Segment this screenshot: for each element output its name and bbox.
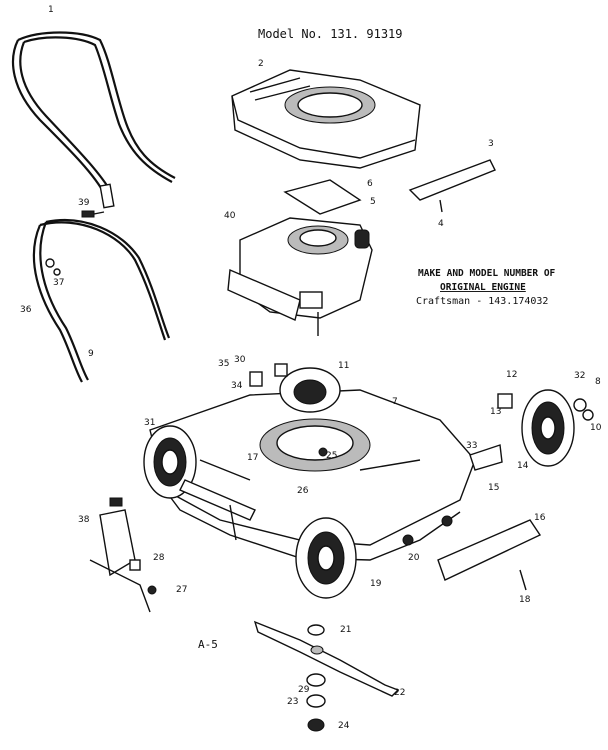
callout-22: 22 [394,688,405,698]
callout-30: 30 [234,355,246,365]
callout-12: 12 [506,370,517,380]
callout-9: 9 [88,349,94,359]
callout-31: 31 [144,418,155,428]
callout-2: 2 [258,59,264,69]
mower-blade [253,620,400,697]
fasteners [147,363,453,595]
callout-3: 3 [488,139,494,149]
callout-23: 23 [287,697,298,707]
axle-rod [179,479,256,541]
callout-18: 18 [519,595,531,605]
callout-6: 6 [367,179,373,189]
callout-40: 40 [224,211,236,221]
callout-37: 37 [53,278,64,288]
callout-24: 24 [338,721,350,731]
engine-plate [283,179,362,215]
callout-19: 19 [370,579,382,589]
model-number-title: Model No. 131. 91319 [258,27,403,41]
engine-note: MAKE AND MODEL NUMBER OF ORIGINAL ENGINE… [416,268,556,307]
engine-note-line2: ORIGINAL ENGINE [440,282,526,293]
callout-25: 25 [326,451,337,461]
control-bracket [408,159,496,213]
callout-32: 32 [574,371,585,381]
callout-10: 10 [590,423,602,433]
callout-21: 21 [340,625,351,635]
wheel-exploded-right [469,389,594,471]
callout-26: 26 [297,486,309,496]
lower-handle [32,219,171,383]
callout-16: 16 [534,513,546,523]
engine-note-line3: Craftsman - 143.174032 [416,296,548,307]
height-adjuster [89,497,151,613]
blade-hardware [306,624,326,732]
callout-13: 13 [490,407,501,417]
figure-id: A-5 [198,638,218,651]
wheel-front-left [143,425,197,499]
callout-layer: 1234567891011121314151617181920212223242… [20,5,602,731]
callout-14: 14 [517,461,529,471]
callout-8: 8 [595,377,601,387]
callout-15: 15 [488,483,499,493]
engine-shroud [231,69,421,169]
callout-33: 33 [466,441,477,451]
callout-36: 36 [20,305,32,315]
wheel-rear-top [279,367,341,413]
callout-7: 7 [392,397,398,407]
callout-27: 27 [176,585,187,595]
callout-29: 29 [298,685,310,695]
callout-17: 17 [247,453,258,463]
upper-handle [11,31,176,209]
callout-20: 20 [408,553,420,563]
callout-5: 5 [370,197,376,207]
rear-baffle [437,519,542,591]
wheel-front-right [295,517,357,599]
callout-1: 1 [48,5,54,15]
callout-38: 38 [78,515,90,525]
callout-11: 11 [338,361,349,371]
handle-bolt [81,210,105,218]
callout-34: 34 [231,381,243,391]
engine-assembly [227,217,373,336]
callout-4: 4 [438,219,444,229]
callout-28: 28 [153,553,165,563]
callout-39: 39 [78,198,90,208]
callout-35: 35 [218,359,229,369]
engine-note-line1: MAKE AND MODEL NUMBER OF [418,268,556,279]
